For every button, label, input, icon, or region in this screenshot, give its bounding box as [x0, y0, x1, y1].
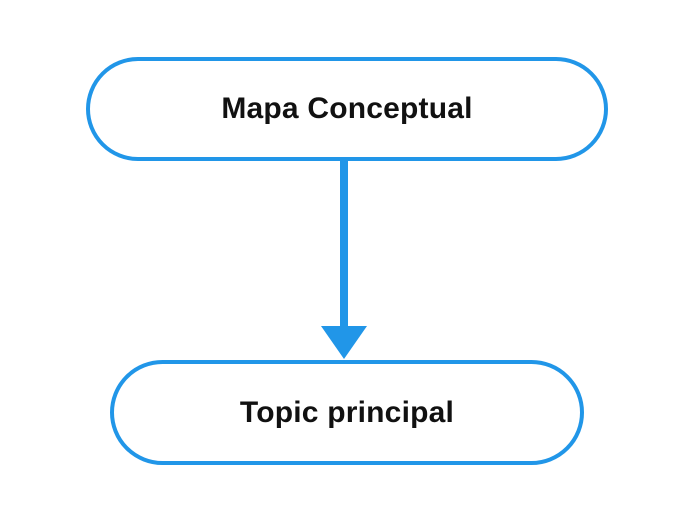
node-topic-principal[interactable]: Topic principal [110, 360, 584, 465]
node-label-child: Topic principal [239, 395, 455, 429]
node-label-root: Mapa Conceptual [221, 92, 473, 125]
connector-arrow-down-icon [321, 160, 367, 359]
node-mapa-conceptual[interactable]: Mapa Conceptual [86, 57, 608, 161]
